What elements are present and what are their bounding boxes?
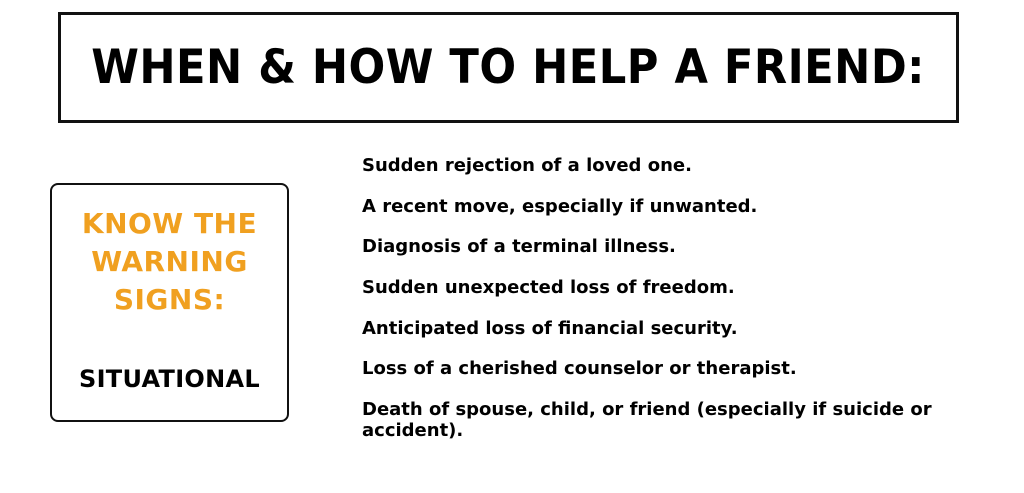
heading-line: WARNING <box>91 245 248 278</box>
list-item: Loss of a cherished counselor or therapi… <box>362 358 797 380</box>
category-label: SITUATIONAL <box>78 365 260 393</box>
heading-line: KNOW THE <box>81 207 258 240</box>
list-item: A recent move, especially if unwanted. <box>362 195 758 217</box>
list-item: Death of spouse, child, or friend (espec… <box>362 399 932 442</box>
list-item: Diagnosis of a terminal illness. <box>362 236 676 258</box>
situational-signs-list: Sudden rejection of a loved one. A recen… <box>362 155 1002 461</box>
page-title: WHEN & HOW TO HELP A FRIEND: <box>91 40 926 95</box>
title-banner: WHEN & HOW TO HELP A FRIEND: <box>58 12 959 123</box>
list-item: Anticipated loss of financial security. <box>362 317 738 339</box>
list-item: Sudden unexpected loss of freedom. <box>362 277 735 299</box>
list-item: Sudden rejection of a loved one. <box>362 155 692 176</box>
warning-signs-heading: KNOW THE WARNING SIGNS: <box>52 205 287 319</box>
heading-line: SIGNS: <box>113 283 226 316</box>
warning-signs-box: KNOW THE WARNING SIGNS: SITUATIONAL <box>50 183 289 422</box>
